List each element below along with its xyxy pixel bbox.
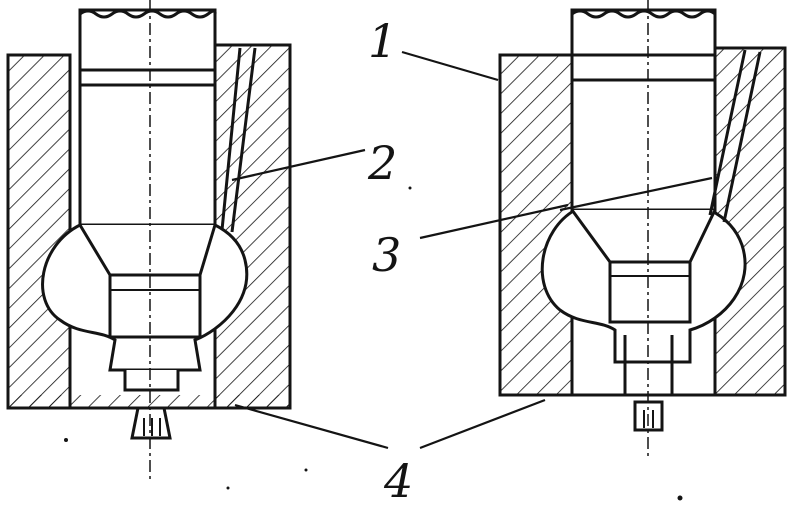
left-nozzle	[6, 0, 292, 480]
leader-4a	[234, 403, 389, 450]
leader-4b	[419, 398, 546, 450]
callout-4: 4	[384, 454, 414, 508]
callout-1: 1	[368, 14, 398, 68]
left-nozzle-base	[8, 395, 290, 408]
leader-1	[401, 50, 499, 82]
leader-2	[231, 148, 366, 182]
callout-3: 3	[372, 228, 402, 282]
leader-lines	[231, 50, 713, 450]
right-needle-body	[570, 8, 717, 212]
right-nozzle	[498, 0, 787, 460]
left-needle-body	[78, 8, 217, 227]
right-fuel-channel	[708, 49, 762, 223]
leader-3b	[559, 176, 713, 212]
leader-3a	[419, 203, 569, 240]
left-fuel-channel	[220, 47, 257, 233]
callout-2: 2	[368, 136, 398, 190]
print-speckles	[64, 186, 683, 501]
